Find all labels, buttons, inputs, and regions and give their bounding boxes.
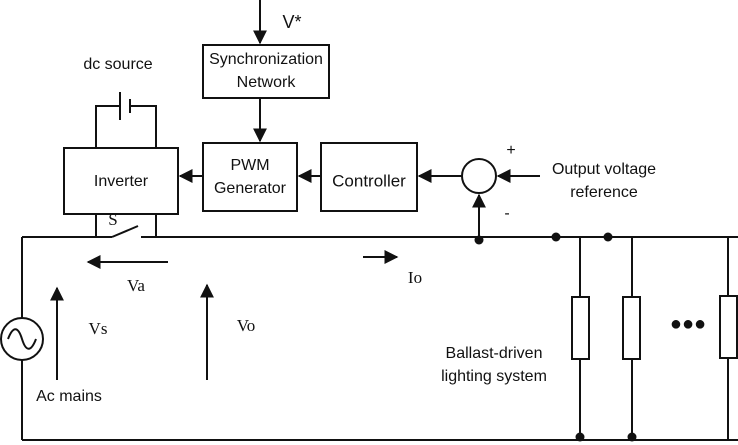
inverter-block (63, 147, 179, 215)
battery-icon (95, 92, 157, 148)
vo-label: Vo (237, 316, 256, 335)
controller-label: Controller (332, 171, 406, 190)
pwm-generator-block (202, 142, 298, 212)
va-label: Va (127, 276, 145, 295)
ballast-label-2: lighting system (441, 368, 547, 385)
dc-source-label: dc source (83, 56, 152, 73)
lamp-loads (556, 236, 738, 440)
ac-source-icon (0, 317, 44, 361)
vs-label: Vs (89, 319, 108, 338)
sync-label-1: Synchronization (209, 51, 323, 68)
sync-label-2: Network (237, 74, 297, 91)
switch-label: S (108, 210, 117, 229)
inverter-label: Inverter (94, 173, 149, 190)
output-ref-label-1: Output voltage (552, 161, 656, 178)
junction-dots (474, 232, 637, 442)
ac-mains-label: Ac mains (36, 388, 102, 405)
switch-icon (95, 214, 157, 238)
sync-network-block (202, 44, 330, 99)
output-ref-label-2: reference (570, 184, 638, 201)
more-loads-ellipsis: ●●● (670, 313, 706, 335)
pwm-label-2: Generator (214, 180, 287, 197)
io-label: Io (408, 268, 422, 287)
ballast-label-1: Ballast-driven (446, 345, 543, 362)
v-star-label: V* (282, 12, 301, 32)
plus-sign: + (506, 142, 515, 159)
pwm-label-1: PWM (230, 157, 269, 174)
summing-junction-icon (461, 158, 497, 194)
minus-sign: - (504, 205, 509, 222)
